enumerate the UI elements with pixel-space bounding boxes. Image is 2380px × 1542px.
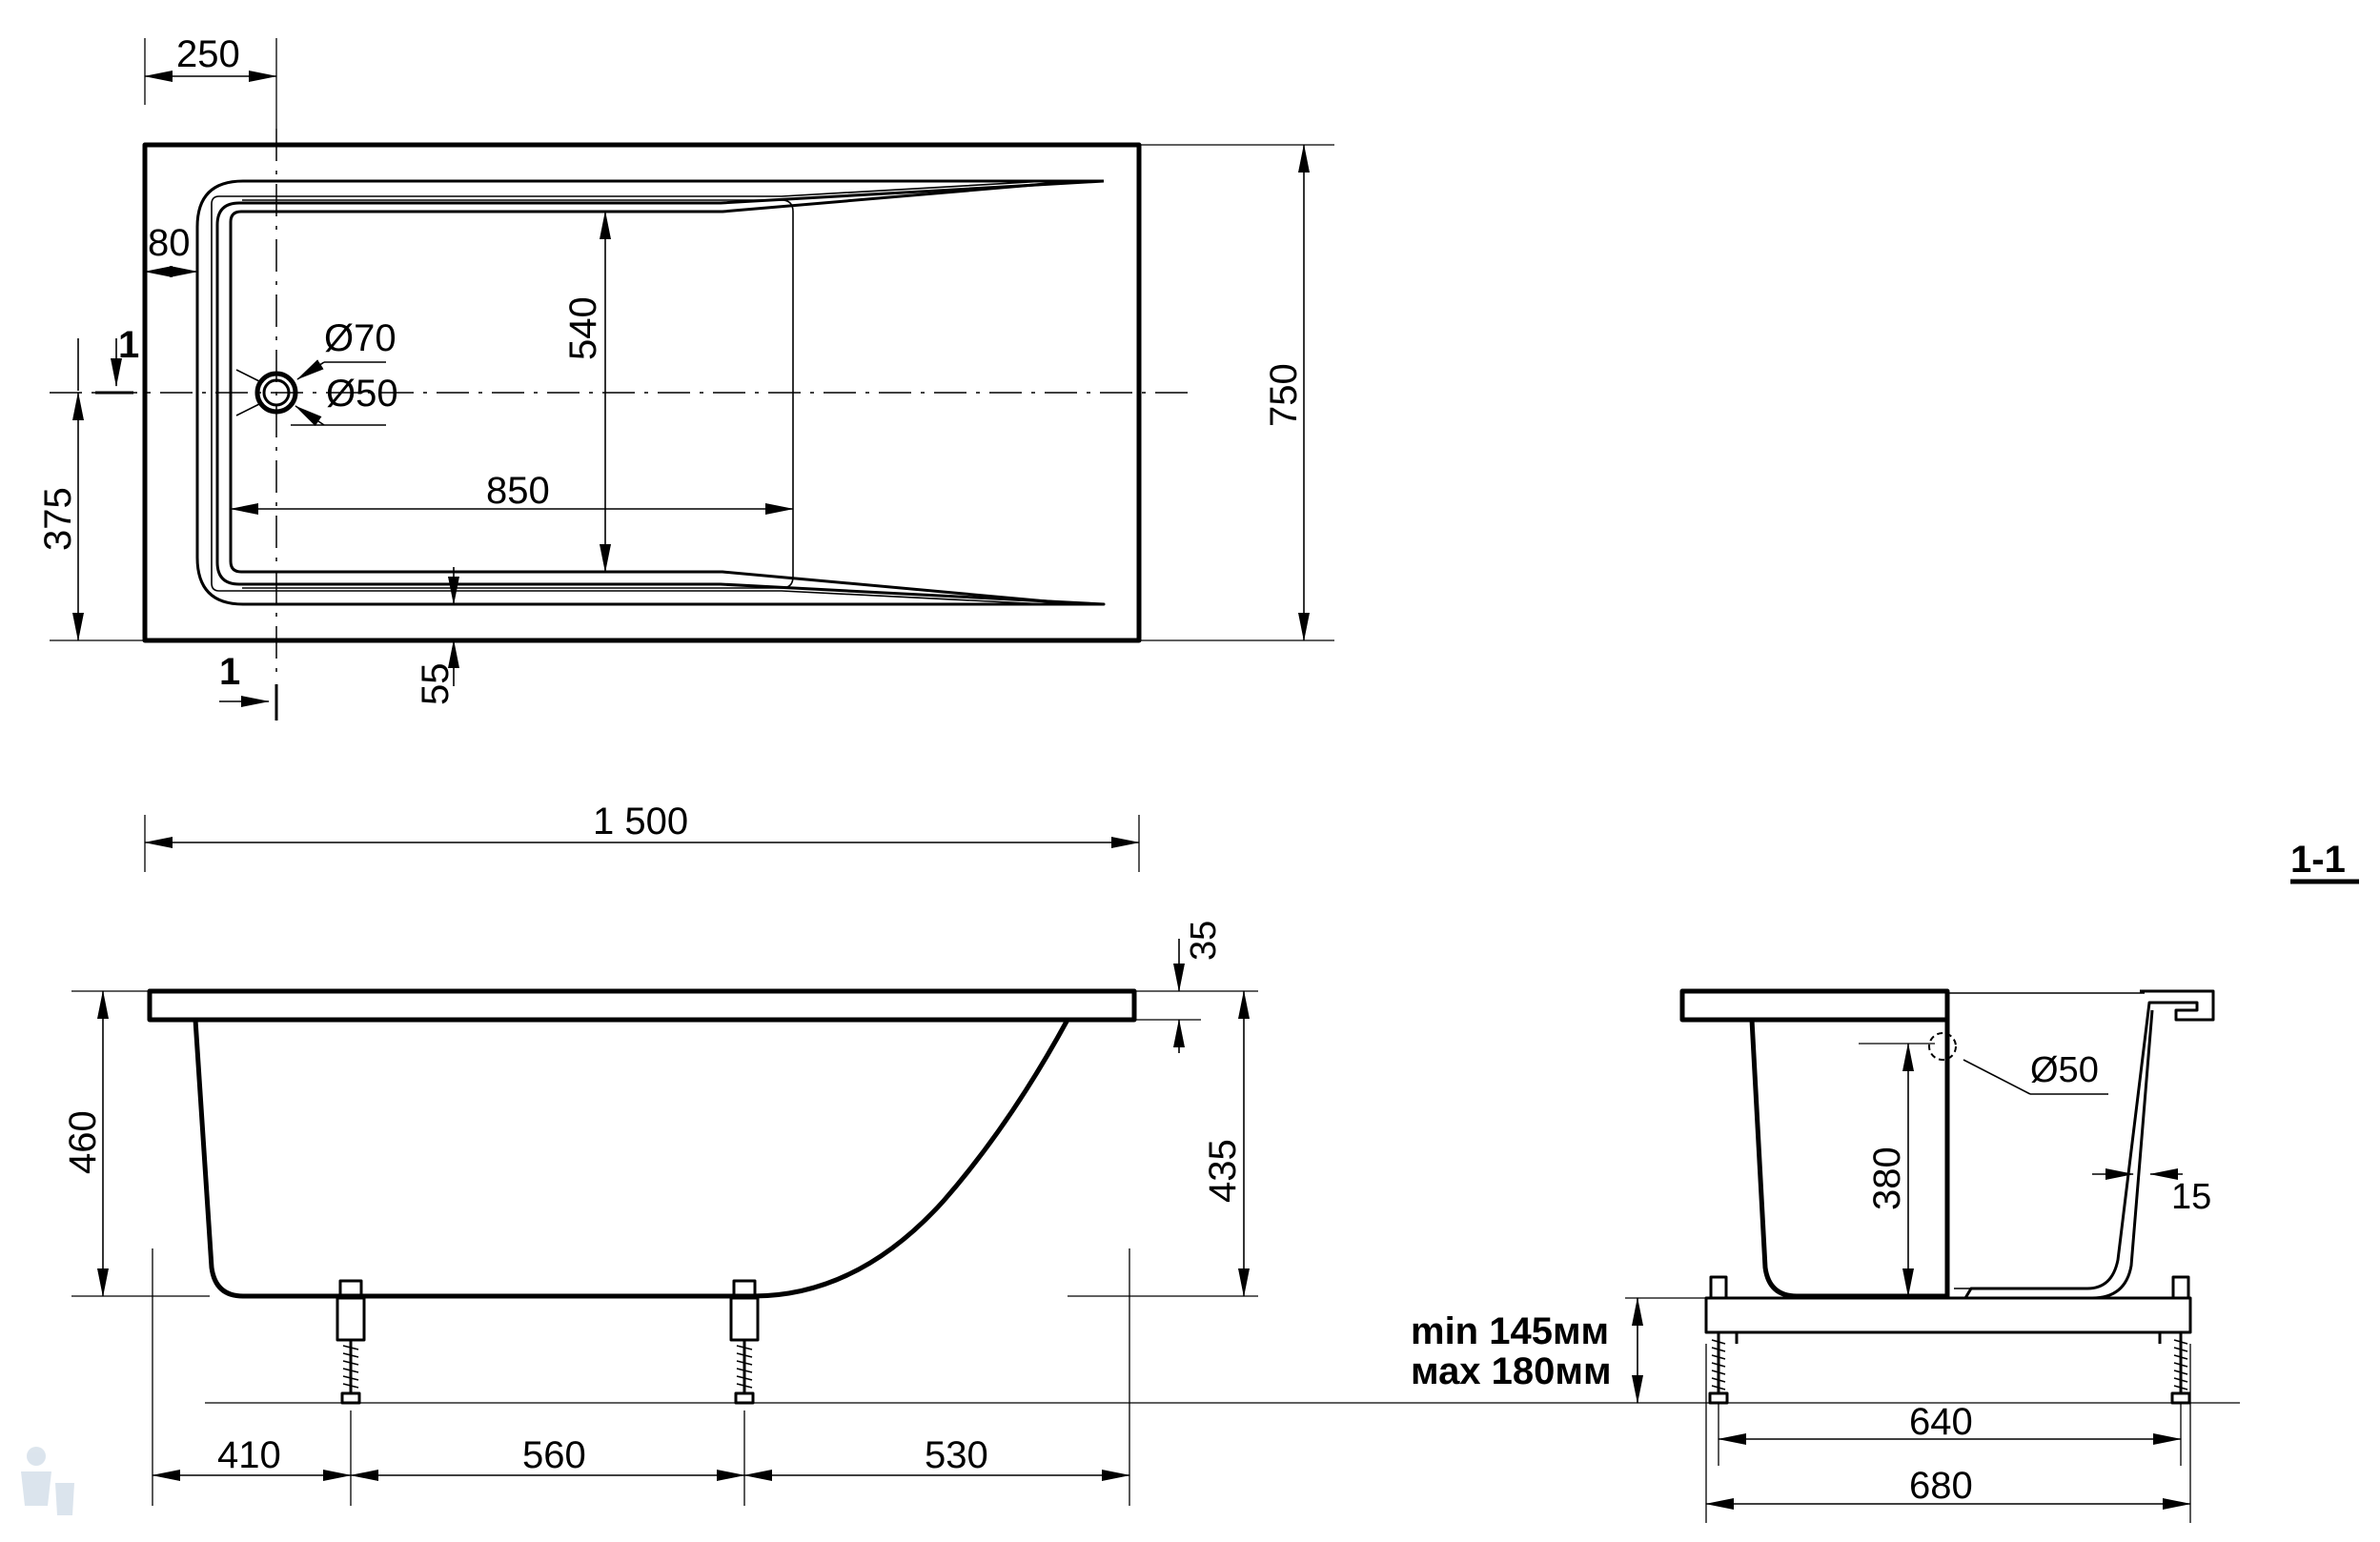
tub-rim-outer <box>195 179 1106 606</box>
dim-55: 55 <box>415 663 457 706</box>
dim-680: 680 <box>1909 1465 1973 1507</box>
dim-375: 375 <box>37 487 79 551</box>
section-view: 1-1 Ø50 380 15 <box>1411 839 2359 1523</box>
dim-1500: 1 500 <box>593 801 688 842</box>
overflow-circle <box>1928 1032 1957 1061</box>
dim-540: 540 <box>562 296 604 360</box>
section-mark-1-bottom: 1 <box>219 651 240 693</box>
dim-15: 15 <box>2171 1177 2211 1217</box>
dim-o50-section: Ø50 <box>2030 1050 2099 1090</box>
tub-body-side <box>193 1018 1070 1299</box>
support-frame <box>1704 1296 2192 1334</box>
dim-80: 80 <box>148 222 191 264</box>
dim-250: 250 <box>176 33 240 75</box>
dim-o50: Ø50 <box>326 373 398 415</box>
dim-750: 750 <box>1263 363 1305 427</box>
tub-rim-side <box>147 988 1137 1023</box>
drain-inner-circle <box>262 378 291 407</box>
drain-outer-circle <box>254 371 298 415</box>
watermark-logo <box>21 1447 74 1515</box>
section-foot-left <box>1708 1275 1729 1405</box>
dim-460: 460 <box>62 1110 104 1174</box>
dim-380: 380 <box>1866 1146 1908 1210</box>
dim-o70: Ø70 <box>324 317 397 359</box>
section-mark-1-top: 1 <box>118 324 139 366</box>
plan-view: Ø70 Ø50 250 80 540 850 55 375 750 1 <box>37 33 1334 872</box>
dim-850: 850 <box>486 470 550 512</box>
foot-left <box>336 1279 366 1405</box>
tub-outline-plan <box>142 142 1142 643</box>
dim-640: 640 <box>1909 1401 1973 1443</box>
side-view: 460 35 435 410 560 530 <box>62 921 2240 1506</box>
leg-min-label: min 145мм <box>1411 1310 1609 1352</box>
dim-35: 35 <box>1184 921 1224 961</box>
dim-530: 530 <box>925 1434 988 1476</box>
foot-right <box>729 1279 760 1405</box>
dim-560: 560 <box>522 1434 586 1476</box>
tub-basin-inner <box>229 179 1080 606</box>
dim-410: 410 <box>217 1434 281 1476</box>
leg-max-label: мах 180мм <box>1411 1350 1612 1392</box>
section-foot-right <box>2170 1275 2191 1405</box>
section-wall <box>1963 989 2215 1300</box>
tub-bottom-outline <box>211 180 1048 605</box>
dim-435: 435 <box>1202 1139 1244 1203</box>
section-title: 1-1 <box>2290 839 2346 881</box>
